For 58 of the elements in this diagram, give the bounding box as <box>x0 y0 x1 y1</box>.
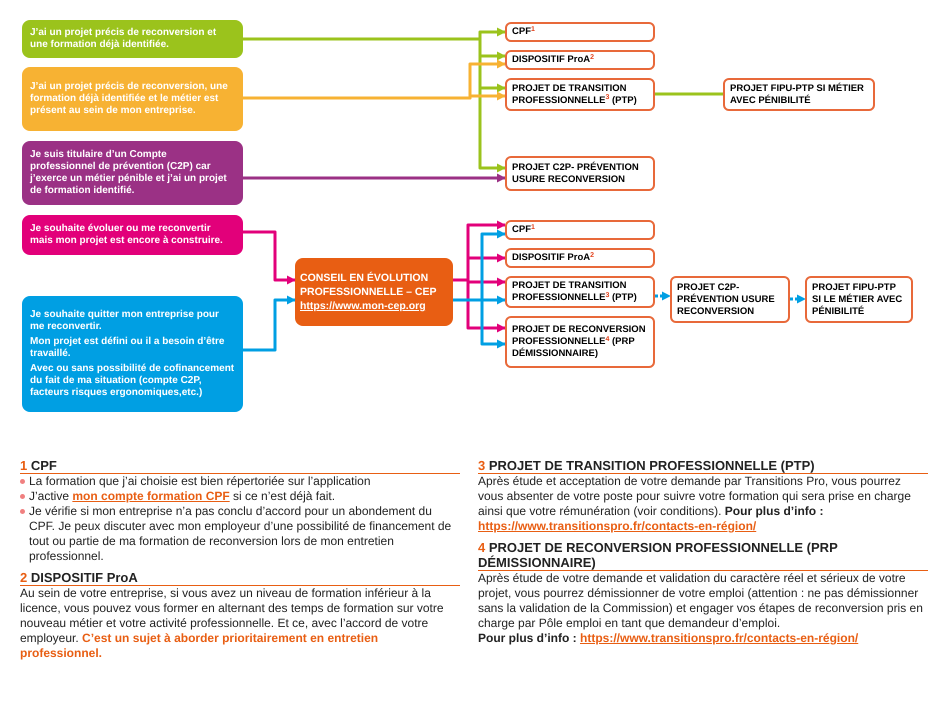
connector-arrow <box>453 298 506 348</box>
bullet-text: Je vérifie si mon entreprise n’a pas conclu d’accord pour un abondement du CPF. Je peux discuter avec mon employeur d’une possibilité de financement de tout ou partie de ma formation de reconversion lors de mon entretien professionnel. <box>29 504 452 564</box>
footnote-text: Après étude et acceptation de votre demande par Transitions Pro, vous pourrez vous absenter de votre poste pour suivre votre formation qui sera prise en charge ainsi que votre rémunération (voir conditions). Pour plus d’info : https://www.transitionspro.fr/contacts-en-région/ <box>478 474 912 534</box>
scheme-box <box>505 78 655 111</box>
bullet-text: La formation que j’ai choisie est bien répertoriée sur l’application <box>29 474 371 489</box>
footnote-text: Au sein de votre entreprise, si vous avez un niveau de formation inférieur à la licence, vous pouvez vous former en alternant des temps de formation sur votre nouveau métier et votre activité professionnelle. Et ce, avec l’accord de votre employeur. C’est un sujet à aborder prioritairement en entretien professionnel. <box>20 586 445 661</box>
footnote-text: Pour plus d’info : https://www.transitionspro.fr/contacts-en-région/ <box>478 631 860 646</box>
footnote-heading: 4 PROJET DE RECONVERSION PROFESSIONNELLE (PRP DÉMISSIONNAIRE) <box>478 540 928 571</box>
scheme-box <box>723 78 875 111</box>
situation-box <box>22 67 243 131</box>
bullet-text: J’active mon compte formation CPF si ce n’est déjà fait. <box>29 489 336 504</box>
connector-arrow <box>790 294 806 304</box>
advice-box <box>295 258 453 326</box>
scheme-box <box>505 50 655 70</box>
web-link: https://www.mon-cep.org <box>300 299 427 313</box>
box-text: PROJET FIPU-PTP SI LE MÉTIER AVEC PÉNIBILITÉ <box>812 282 904 318</box>
box-text: DISPOSITIF ProA$^{2}$ <box>512 252 596 264</box>
scheme-box <box>505 22 655 42</box>
box-text: DISPOSITIF ProA$^{2}$ <box>512 54 596 66</box>
situation-box <box>22 296 243 412</box>
scheme-box <box>505 220 655 240</box>
scheme-box <box>805 276 913 323</box>
box-text: CPF$^{1}$ <box>512 26 536 38</box>
scheme-box <box>670 276 790 323</box>
box-text: Avec ou sans possibilité de cofinancement du fait de ma situation (compte C2P, facteurs risques ergonomiques,etc.) <box>30 363 235 399</box>
connector-arrow <box>243 38 506 172</box>
box-text: Je suis titulaire d’un Compte professionnel de prévention (C2P) car j’exerce un métier pénible et j’ai un projet de formation identifié. <box>30 149 228 197</box>
footnote-heading: 2 DISPOSITIF ProA <box>20 570 460 586</box>
box-text: CPF$^{1}$ <box>512 224 536 236</box>
scheme-box <box>505 248 655 268</box>
footnote-heading: 1 CPF <box>20 458 460 474</box>
box-text: Mon projet est défini ou il a besoin d’être travaillé. <box>30 336 226 360</box>
connector-arrow <box>243 92 506 100</box>
situation-box <box>22 20 243 58</box>
connector-arrow <box>655 292 671 300</box>
text-link: https://www.transitionspro.fr/contacts-en-région/ <box>580 631 858 645</box>
footnote-text: Après étude de votre demande et validation du caractère réel et sérieux de votre projet, vous pourrez démissionner de votre emploi (attention : ne pas démissionner sans la validation de la Commission) et engager vos étapes de reconversion pris en charge par Pôle emploi en tant que demandeur d’emploi. <box>478 571 924 631</box>
box-text: J’ai un projet précis de reconversion, une formation déjà identifiée et le métier est présent au sein de mon entreprise. <box>30 81 229 117</box>
text-link: https://www.transitionspro.fr/contacts-en-région/ <box>478 519 756 533</box>
box-text: PROJET DE RECONVERSION PROFESSIONNELLE$^{4}$ (PRP DÉMISSIONNAIRE) <box>512 324 647 360</box>
box-text: J’ai un projet précis de reconversion et une formation déjà identifiée. <box>30 27 218 51</box>
text-link: mon compte formation CPF <box>72 489 230 503</box>
box-text: PROJET DE TRANSITION PROFESSIONNELLE$^{3}$ (PTP) <box>512 280 638 304</box>
box-text: PROJET FIPU-PTP SI MÉTIER AVEC PÉNIBILITÉ <box>730 82 865 106</box>
box-text: PROJET C2P- PRÉVENTION USURE RECONVERSION <box>677 282 776 318</box>
connector-arrow <box>243 296 296 352</box>
situation-box <box>22 141 243 205</box>
footnote-heading: 3 PROJET DE TRANSITION PROFESSIONNELLE (PTP) <box>478 458 928 474</box>
box-text: Je souhaite quitter mon entreprise pour me reconvertir. <box>30 309 220 333</box>
scheme-box <box>505 316 655 368</box>
scheme-box <box>505 276 655 308</box>
box-text: PROJET DE TRANSITION PROFESSIONNELLE$^{3}$ (PTP) <box>512 82 638 106</box>
connector-arrow <box>243 174 506 182</box>
box-text: PROJET C2P- PRÉVENTION USURE RECONVERSION <box>512 162 640 186</box>
connector-arrow <box>243 230 296 284</box>
situation-box <box>22 215 243 255</box>
box-text: Je souhaite évoluer ou me reconvertir mais mon projet est encore à construire. <box>30 223 224 247</box>
scheme-box <box>505 156 655 191</box>
